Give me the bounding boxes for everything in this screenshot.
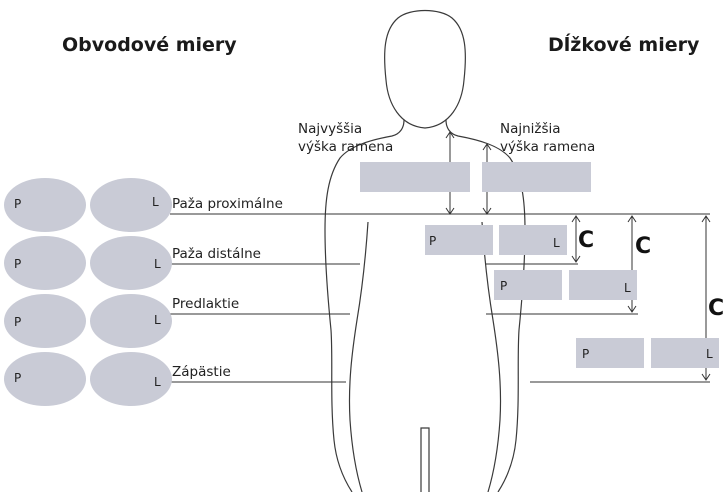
length-heading: Dĺžkové miery: [548, 34, 700, 56]
oval-left-distal-arm[interactable]: L: [90, 236, 172, 290]
length-box-right-3[interactable]: P: [576, 338, 644, 368]
oval-side-label: P: [14, 315, 22, 329]
length-box-right-2[interactable]: P: [494, 270, 562, 300]
box-side-label: L: [706, 347, 713, 361]
c-marker-1: C: [578, 228, 595, 253]
oval-right-proximal-arm[interactable]: P: [4, 178, 86, 232]
body-right-torso-outline: [481, 221, 502, 492]
length-box-right-1[interactable]: P: [425, 225, 493, 255]
oval-side-label: P: [14, 257, 22, 271]
row-label-wrist: Zápästie: [172, 364, 231, 380]
length-box-left-3[interactable]: L: [651, 338, 719, 368]
body-left-torso-outline: [348, 221, 369, 492]
lowest-shoulder-box[interactable]: [482, 162, 591, 192]
circumference-heading: Obvodové miery: [62, 34, 237, 56]
body-head-outline: [384, 9, 466, 129]
c-arrow-2-heads: [627, 215, 637, 313]
highest-shoulder-arrowheads: [445, 131, 455, 215]
body-legs-outline: [420, 427, 430, 492]
length-box-left-2[interactable]: L: [569, 270, 637, 300]
highest-shoulder-label-line-2: výška ramena: [298, 139, 394, 155]
lowest-shoulder-label-line-1: Najnižšia: [500, 121, 561, 137]
oval-side-label: P: [14, 197, 22, 211]
oval-side-label: L: [152, 195, 159, 209]
body-left-side-outline: [324, 119, 405, 492]
oval-side-label: L: [154, 375, 161, 389]
oval-right-wrist[interactable]: P: [4, 352, 86, 406]
oval-side-label: P: [14, 371, 22, 385]
row-label-proximal-arm: Paža proximálne: [172, 196, 283, 212]
row-label-distal-arm: Paža distálne: [172, 246, 261, 262]
c-arrow-3-heads: [701, 215, 711, 381]
oval-side-label: L: [154, 313, 161, 327]
oval-right-distal-arm[interactable]: P: [4, 236, 86, 290]
oval-left-wrist[interactable]: L: [90, 352, 172, 406]
c-marker-2: C: [635, 234, 652, 259]
highest-shoulder-box[interactable]: [360, 162, 470, 192]
highest-shoulder-label-line-1: Najvyššia: [298, 121, 363, 137]
oval-side-label: L: [154, 257, 161, 271]
oval-left-forearm[interactable]: L: [90, 294, 172, 348]
c-marker-3: C: [708, 296, 725, 321]
box-side-label: P: [429, 234, 437, 248]
box-side-label: P: [500, 279, 508, 293]
oval-left-proximal-arm[interactable]: L: [90, 178, 172, 232]
box-side-label: P: [582, 347, 590, 361]
row-label-forearm: Predlaktie: [172, 296, 240, 312]
box-side-label: L: [553, 236, 560, 250]
box-side-label: L: [624, 281, 631, 295]
c-arrow-1-heads: [571, 215, 581, 263]
lowest-shoulder-arrowheads: [482, 143, 492, 215]
length-box-left-1[interactable]: L: [499, 225, 567, 255]
oval-right-forearm[interactable]: P: [4, 294, 86, 348]
lowest-shoulder-label-line-2: výška ramena: [500, 139, 596, 155]
